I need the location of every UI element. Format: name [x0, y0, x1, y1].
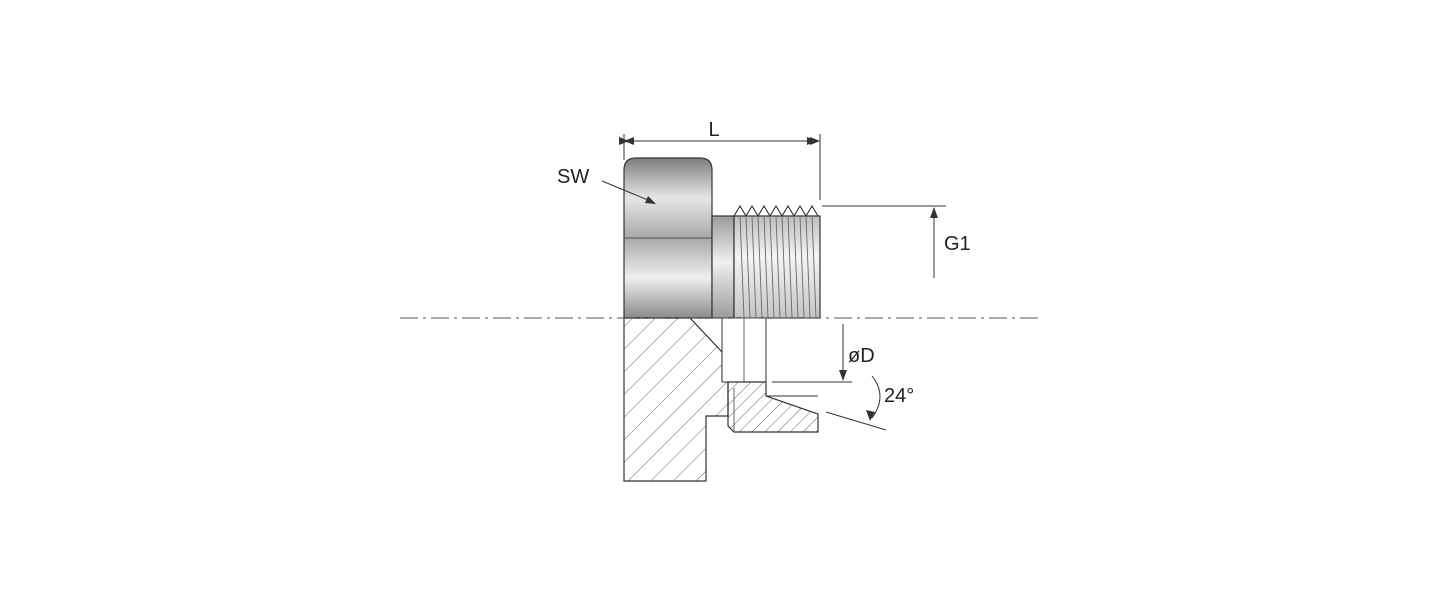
dimension-l [619, 134, 821, 200]
thread-body [733, 204, 821, 319]
hex-body [623, 157, 713, 319]
label-diameter: øD [848, 345, 875, 367]
neck [711, 215, 735, 319]
dimension-g1 [822, 205, 946, 278]
dimension-diameter [772, 324, 852, 383]
label-length: L [708, 119, 719, 141]
label-wrench-size: SW [557, 166, 589, 188]
section-hex [623, 317, 729, 482]
label-thread: G1 [944, 233, 971, 255]
dimension-angle [825, 375, 887, 431]
section-cone [727, 381, 819, 433]
label-angle: 24° [884, 385, 914, 407]
section-bore [721, 317, 767, 383]
leader-sw [601, 180, 656, 204]
